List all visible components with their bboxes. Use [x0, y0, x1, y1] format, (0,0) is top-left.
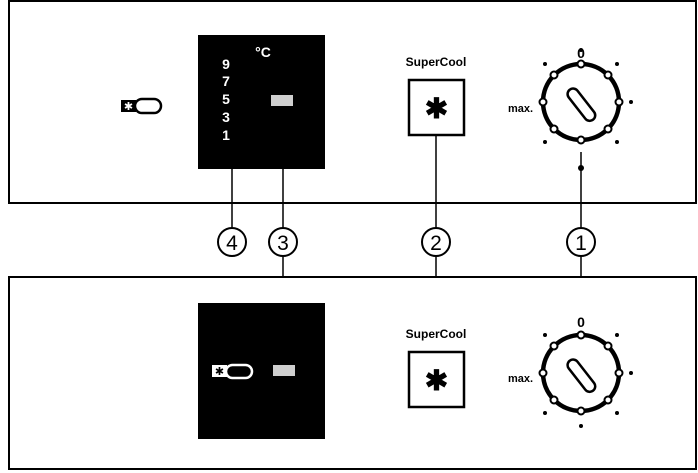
top-dial-zero-label: 0 [577, 45, 585, 61]
top-indicator-lamp: ✱ [121, 97, 163, 115]
bottom-supercool-label: SuperCool [406, 327, 467, 341]
top-display-scale: 9 7 5 3 1 [222, 56, 230, 143]
top-display-unit: °C [255, 44, 271, 60]
svg-text:2: 2 [430, 232, 442, 255]
top-temperature-display [198, 35, 325, 169]
callout-3: 3 [268, 227, 298, 257]
svg-text:3: 3 [277, 232, 289, 255]
bottom-dial-zero-label: 0 [577, 314, 585, 330]
scale-3: 3 [222, 109, 230, 125]
top-display-indicator [271, 95, 293, 106]
svg-text:4: 4 [226, 232, 238, 255]
bottom-temperature-dial[interactable] [538, 330, 634, 429]
bottom-supercool-button-symbol: ✱ [425, 365, 448, 396]
scale-7: 7 [222, 73, 230, 89]
svg-text:1: 1 [575, 232, 587, 255]
top-supercool-button-symbol: ✱ [425, 93, 448, 124]
callout-4: 4 [217, 227, 247, 257]
bottom-indicator-symbol: ✱ [215, 366, 224, 378]
callout-2: 2 [421, 227, 451, 257]
scale-5: 5 [222, 91, 230, 107]
bottom-display-indicator-lamp: ✱ [212, 363, 254, 380]
bottom-dial-max-label: max. [508, 373, 533, 385]
top-dial-max-label: max. [508, 103, 533, 115]
top-supercool-button[interactable] [407, 78, 466, 137]
scale-9: 9 [222, 56, 230, 72]
top-indicator-symbol: ✱ [124, 101, 133, 113]
bottom-supercool-button[interactable] [407, 350, 466, 409]
scale-1: 1 [222, 127, 230, 143]
bottom-display-indicator [273, 365, 295, 376]
top-supercool-label: SuperCool [406, 55, 467, 69]
top-temperature-dial[interactable] [538, 48, 634, 145]
callout-1: 1 [566, 227, 596, 257]
